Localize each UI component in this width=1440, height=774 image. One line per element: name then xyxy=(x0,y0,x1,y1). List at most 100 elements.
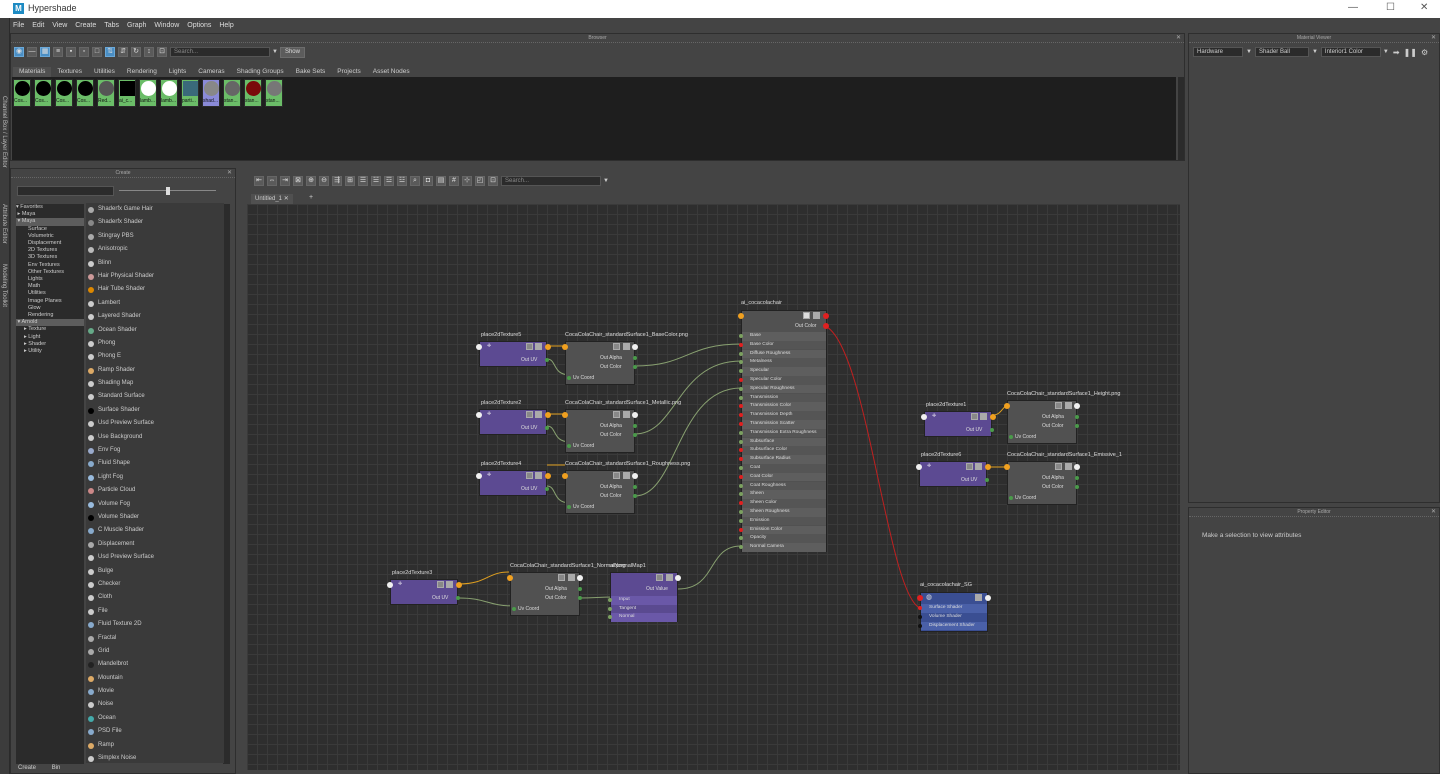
mode-toggle-icon[interactable] xyxy=(623,411,630,418)
io-connections-icon[interactable]: ⇔ xyxy=(267,176,277,186)
material-attribute-row[interactable]: Coat Roughness xyxy=(742,481,826,491)
mode-toggle-icon[interactable] xyxy=(535,472,542,479)
tree-item[interactable]: ▾ Favorites xyxy=(16,204,43,210)
material-swatch[interactable]: parti... xyxy=(181,79,199,107)
create-scrollbar[interactable] xyxy=(223,204,230,764)
output-port[interactable] xyxy=(545,344,551,350)
output-port[interactable] xyxy=(633,494,637,498)
tree-item[interactable]: Volumetric xyxy=(28,232,54,239)
tab-utilities[interactable]: Utilities xyxy=(93,68,115,75)
create-node-item[interactable]: File xyxy=(86,605,224,618)
material-attribute-row[interactable]: Specular Roughness xyxy=(742,384,826,394)
material-attribute-row[interactable]: Coat xyxy=(742,464,826,473)
tab-bake-sets[interactable]: Bake Sets xyxy=(295,68,326,75)
add-tab-icon[interactable]: + xyxy=(309,194,314,201)
create-node-item[interactable]: Shading Map xyxy=(86,377,224,390)
input-port[interactable] xyxy=(1009,435,1013,439)
tree-item[interactable]: ▸ Light xyxy=(24,333,41,340)
tab-asset-nodes[interactable]: Asset Nodes xyxy=(372,68,410,75)
menu-tabs[interactable]: Tabs xyxy=(104,22,120,29)
rearrange-icon[interactable]: ⇶ xyxy=(332,176,342,186)
tree-item[interactable]: ▾ Arnold xyxy=(16,319,84,327)
output-port[interactable] xyxy=(633,424,637,428)
sort-name-icon[interactable]: ⇅ xyxy=(105,47,115,57)
tab-textures[interactable]: Textures xyxy=(57,68,82,75)
attribute-input-port[interactable] xyxy=(739,501,743,506)
bookmark-icon[interactable]: ⊡ xyxy=(488,176,498,186)
material-swatch[interactable]: Red... xyxy=(97,79,115,107)
input-connections-icon[interactable]: ⇤ xyxy=(254,176,264,186)
attribute-input-port[interactable] xyxy=(739,439,743,444)
graph-icon[interactable]: ▤ xyxy=(436,176,446,186)
material-swatch[interactable]: stan... xyxy=(244,79,262,107)
mode-toggle-icon[interactable] xyxy=(568,574,575,581)
browser-search-input[interactable]: Search... xyxy=(170,47,270,57)
create-node-item[interactable]: Env Fog xyxy=(86,444,224,457)
material-swatch[interactable]: Cos... xyxy=(55,79,73,107)
attribute-input-port[interactable] xyxy=(739,351,743,356)
material-attribute-row[interactable]: Specular xyxy=(742,367,826,376)
create-node-item[interactable]: Use Background xyxy=(86,431,224,444)
output-port[interactable] xyxy=(632,473,638,479)
large-icons-icon[interactable]: □ xyxy=(92,47,102,57)
output-port[interactable] xyxy=(456,582,462,588)
attribute-input-port[interactable] xyxy=(739,474,743,479)
eye-icon[interactable]: ◉ xyxy=(14,47,24,57)
create-node-item[interactable]: Layered Shader xyxy=(86,310,224,323)
output-port[interactable] xyxy=(632,412,638,418)
output-port[interactable] xyxy=(633,433,637,437)
create-node-item[interactable]: Ramp xyxy=(86,739,224,752)
output-port[interactable] xyxy=(1075,476,1079,480)
output-port[interactable] xyxy=(990,414,996,420)
create-node-item[interactable]: Usd Preview Surface xyxy=(86,417,224,430)
input-port[interactable] xyxy=(476,473,482,479)
attribute-input-port[interactable] xyxy=(739,518,743,523)
material-attribute-row[interactable]: Metalness xyxy=(742,358,826,367)
output-connections-icon[interactable]: ⇥ xyxy=(280,176,290,186)
close-icon[interactable]: ✕ xyxy=(1430,35,1436,41)
attribute-input-port[interactable] xyxy=(739,334,743,338)
menu-help[interactable]: Help xyxy=(219,22,234,29)
create-node-item[interactable]: Hair Physical Shader xyxy=(86,270,224,283)
attribute-input-port[interactable] xyxy=(739,422,743,426)
tree-item[interactable]: 2D Textures xyxy=(28,247,58,254)
output-port[interactable] xyxy=(545,412,551,418)
medium-icons-icon[interactable]: ▫ xyxy=(79,47,89,57)
material-swatch[interactable]: lamb... xyxy=(139,79,157,107)
minimize-button[interactable]: — xyxy=(1348,2,1358,13)
close-button[interactable]: ✕ xyxy=(1420,2,1429,13)
create-node-item[interactable]: Simplex Noise xyxy=(86,752,224,763)
mode-toggle-icon[interactable] xyxy=(1065,463,1072,470)
output-port[interactable] xyxy=(633,356,637,360)
output-port[interactable] xyxy=(985,595,991,601)
close-icon[interactable]: ✕ xyxy=(1430,509,1436,515)
mode-toggle-icon[interactable] xyxy=(535,411,542,418)
output-port[interactable] xyxy=(545,473,551,479)
output-port[interactable] xyxy=(545,358,549,362)
output-port[interactable] xyxy=(545,426,549,430)
menu-file[interactable]: File xyxy=(13,22,25,29)
swatch-toggle-icon[interactable] xyxy=(613,411,620,418)
swatch-toggle-icon[interactable] xyxy=(613,472,620,479)
create-node-item[interactable]: Fluid Shape xyxy=(86,457,224,470)
place2d-texture-node[interactable] xyxy=(390,579,458,605)
render-icon[interactable]: ➡ xyxy=(1392,47,1400,57)
tab-bin[interactable]: Bin xyxy=(51,765,61,771)
attribute-input-port[interactable] xyxy=(739,457,743,462)
attribute-input-port[interactable] xyxy=(739,483,743,488)
frame-icon[interactable]: ◘ xyxy=(423,176,433,186)
create-node-item[interactable]: Movie xyxy=(86,685,224,698)
attribute-input-port[interactable] xyxy=(739,545,743,550)
material-attribute-row[interactable]: Sheen Roughness xyxy=(742,508,826,517)
create-node-item[interactable]: Blinn xyxy=(86,257,224,270)
create-node-item[interactable]: Usd Preview Surface xyxy=(86,551,224,564)
list-view-icon[interactable]: ≡ xyxy=(53,47,63,57)
sg-attribute-row[interactable]: Displacement Shader xyxy=(921,621,987,631)
create-node-item[interactable]: Phong xyxy=(86,337,224,350)
create-node-item[interactable]: Anisotropic xyxy=(86,243,224,256)
menu-graph[interactable]: Graph xyxy=(126,22,147,29)
input-port[interactable] xyxy=(917,595,923,601)
input-port[interactable] xyxy=(1004,464,1010,470)
output-port[interactable] xyxy=(633,365,637,369)
tree-item[interactable]: ▾ Maya xyxy=(16,218,84,226)
